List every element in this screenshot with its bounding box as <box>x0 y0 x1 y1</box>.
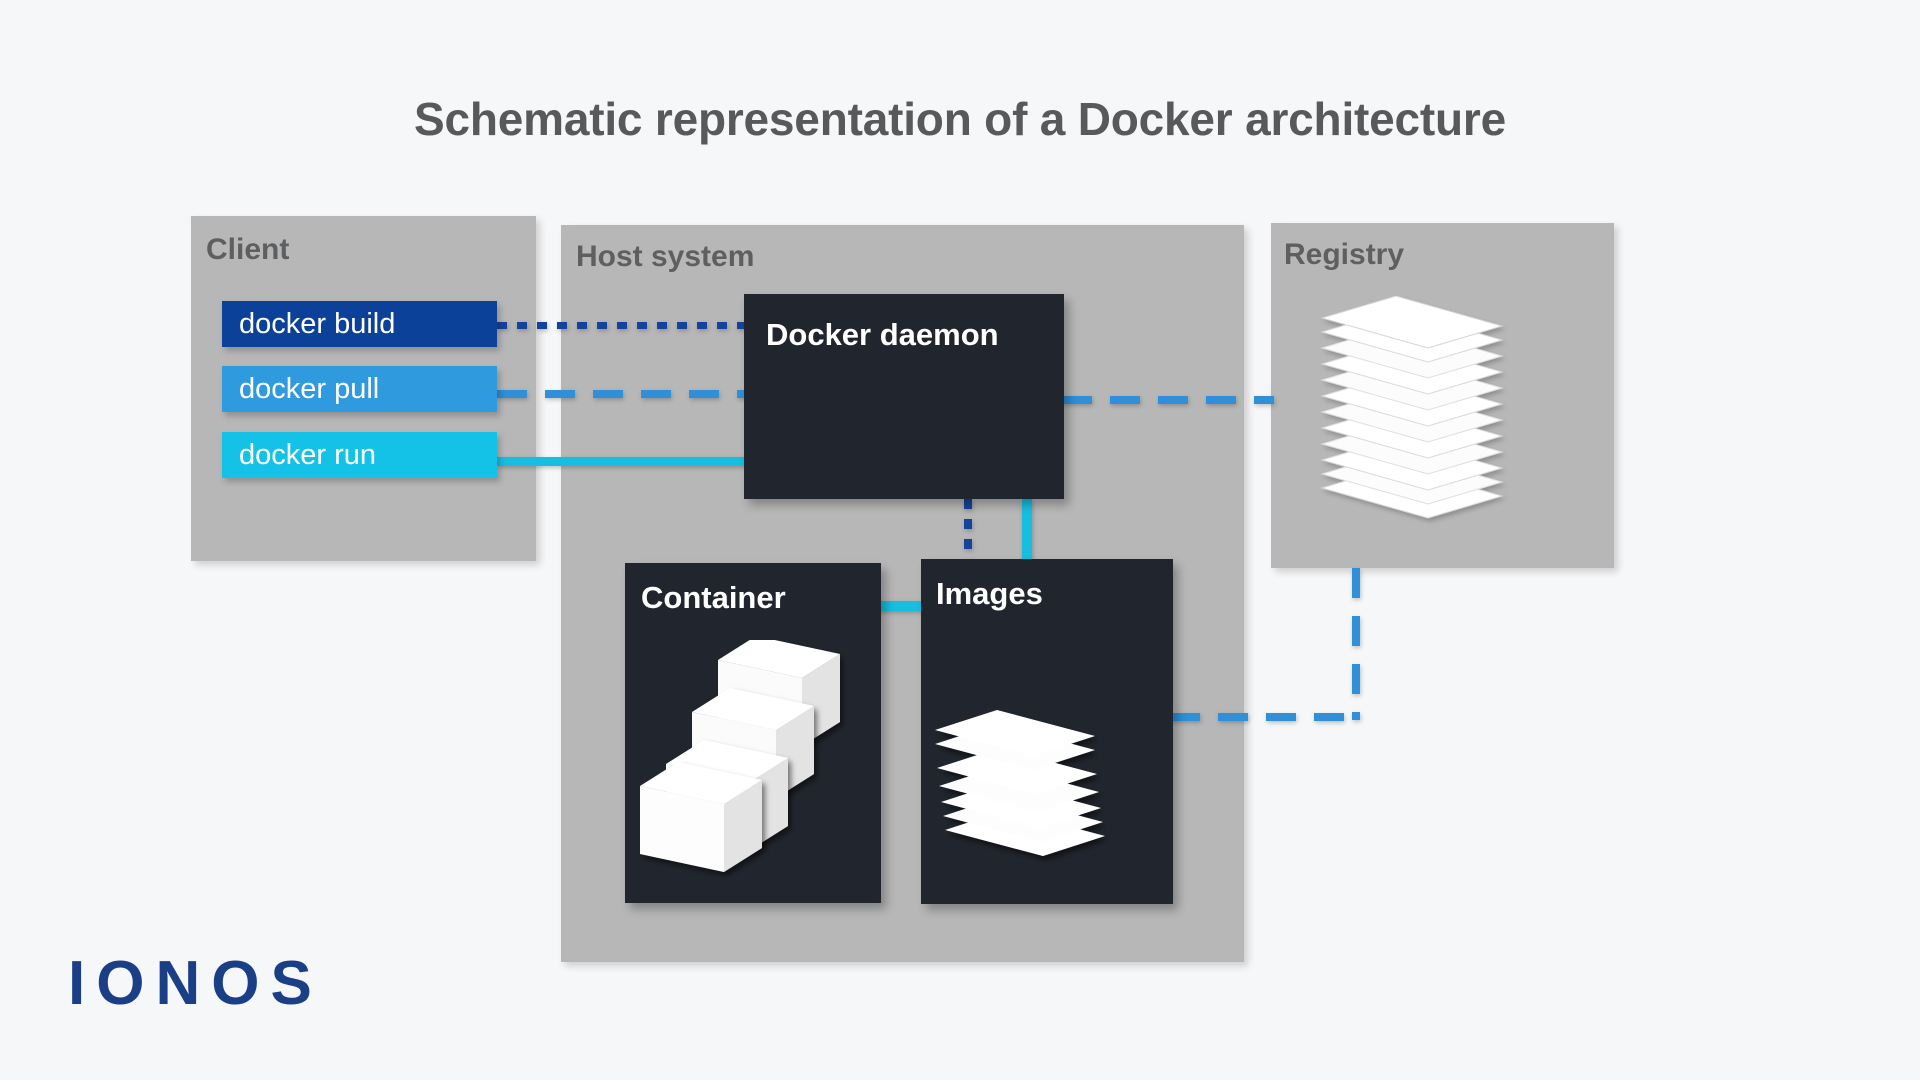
box-docker-daemon-label: Docker daemon <box>766 317 999 352</box>
box-docker-daemon <box>744 294 1064 499</box>
connector-daemon-to-registry <box>1062 396 1274 404</box>
connector-images-to-registry-horizontal <box>1170 713 1360 721</box>
page-title: Schematic representation of a Docker arc… <box>413 93 1507 145</box>
command-docker-run[interactable]: docker run <box>222 432 497 478</box>
panel-client-label: Client <box>206 233 290 266</box>
cube-stack-icon <box>640 636 875 880</box>
panel-host-system-label: Host system <box>576 240 755 273</box>
connector-docker-run-to-daemon <box>497 457 747 466</box>
document-stack-icon <box>1318 295 1568 526</box>
command-docker-build-label: docker build <box>239 307 396 340</box>
command-docker-build[interactable]: docker build <box>222 301 497 347</box>
panel-registry-label: Registry <box>1284 238 1405 271</box>
box-container-label: Container <box>641 580 786 615</box>
connector-images-to-registry-vertical <box>1352 568 1360 720</box>
connector-docker-pull-to-daemon <box>497 390 747 398</box>
connector-daemon-to-images-solid <box>1022 499 1032 561</box>
box-images-label: Images <box>936 576 1043 611</box>
document-stack-icon <box>935 710 1160 880</box>
ionos-logo: IONOS <box>68 949 323 1018</box>
command-docker-pull[interactable]: docker pull <box>222 366 497 412</box>
command-docker-pull-label: docker pull <box>239 372 380 405</box>
connector-docker-build-to-daemon <box>497 322 747 329</box>
connector-daemon-to-images-dotted <box>964 499 972 561</box>
command-docker-run-label: docker run <box>239 438 377 471</box>
connector-container-to-images <box>876 601 926 611</box>
